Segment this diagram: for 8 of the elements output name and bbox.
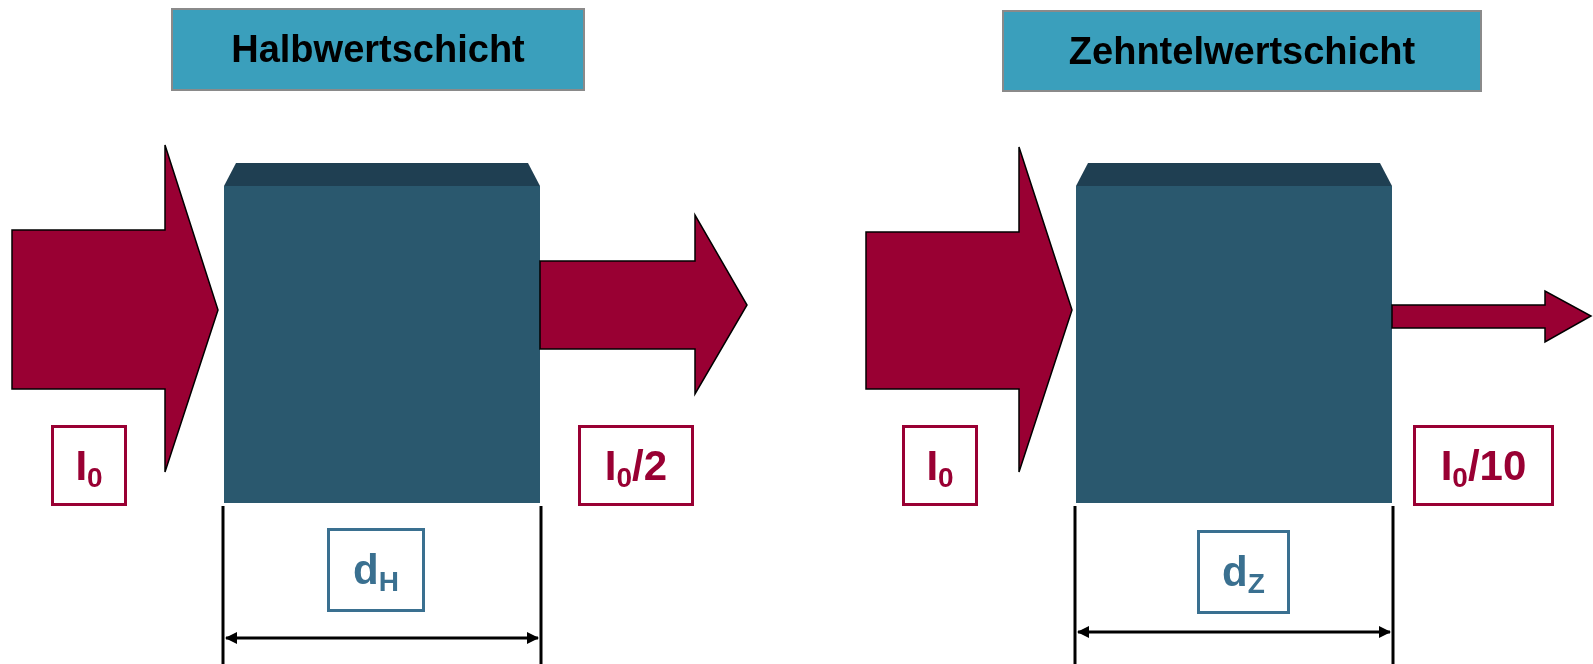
intensity-label: I$_{0}$/10 (1413, 425, 1554, 506)
thickness-label: d$_{Z}$ (1197, 530, 1290, 614)
intensity-label: I$_{0}$/2 (578, 425, 694, 506)
title-box: Zehntelwertschicht (1002, 10, 1482, 92)
intensity-label: I$_{0}$ (51, 425, 127, 506)
title-box: Halbwertschicht (171, 8, 585, 91)
intensity-label: I$_{0}$ (902, 425, 978, 506)
thickness-label: d$_{H}$ (327, 528, 425, 612)
